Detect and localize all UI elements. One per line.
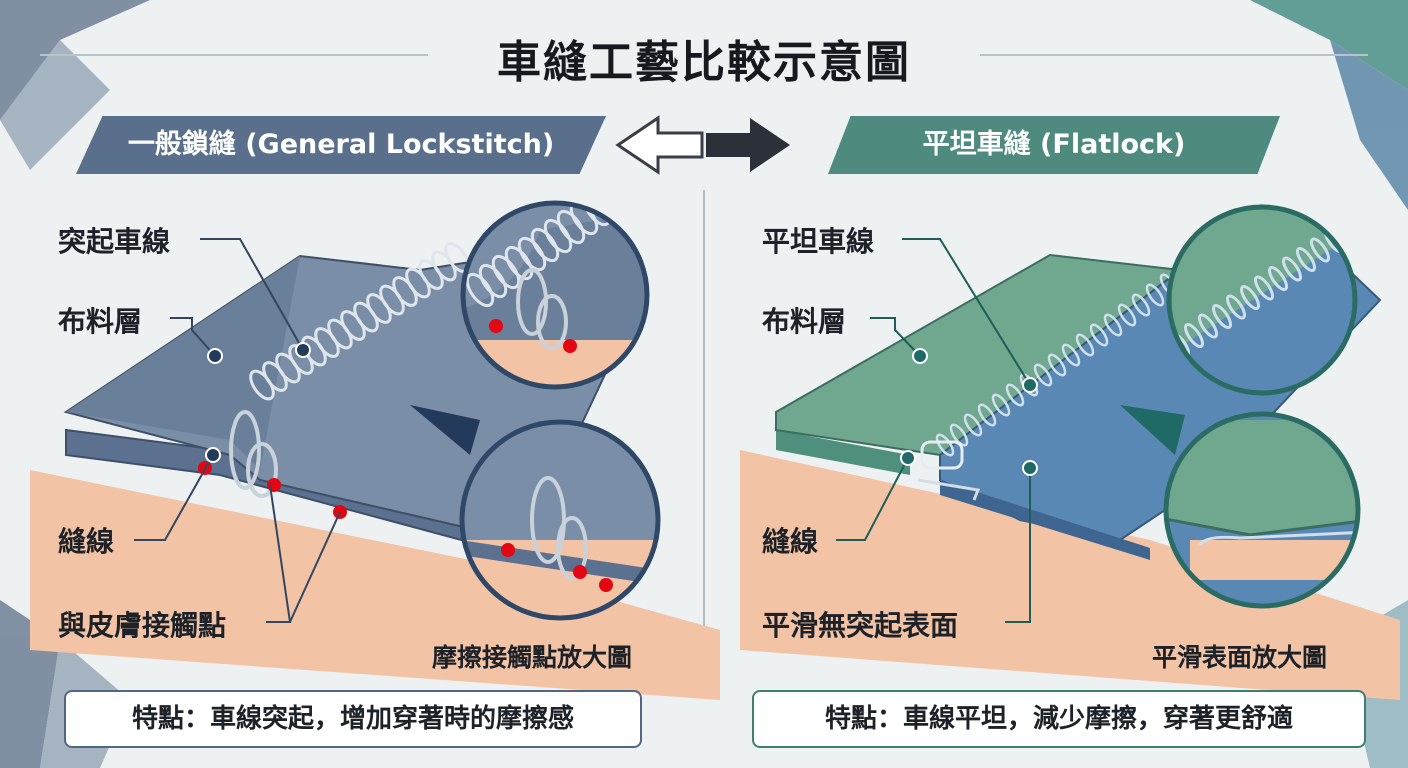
leader-lines-left [134,238,341,623]
compare-arrows-icon [615,115,790,175]
stitch-coil [530,227,560,263]
label-fabric-layer-left: 布料層 [58,305,143,338]
label-stitch-thread-left: 縫線 [58,525,115,558]
label-flat-thread: 平坦車線 [762,225,875,258]
stitch-coil [618,162,653,202]
label-raised-thread: 突起車線 [58,225,171,258]
flatlock-banner: 平坦車縫 (Flatlock) [828,116,1280,174]
lockstitch-magnifier-caption: 摩擦接觸點放大圖 [432,643,633,672]
stitch-coil [1239,284,1261,311]
lockstitch-magnifier-bottom [459,419,661,621]
title-rule-right [980,54,1368,56]
label-skin-contact: 與皮膚接觸點 [58,609,227,642]
stitch-coil [1183,322,1205,349]
page-title: 車縫工藝比較示意圖 [497,37,911,88]
stitch-coil [1075,333,1095,357]
stitch-coil [1047,353,1067,377]
stitch-coil [1005,383,1025,407]
lockstitch-feature-box: 特點：車線突起，增加穿著時的摩擦感 [64,690,642,748]
stitch-coil [478,263,508,299]
stitch-coil [1309,237,1331,263]
stitch-coil [977,403,997,427]
stitch-coil [1337,218,1355,244]
stitch-coil [1089,323,1109,347]
stitch-coil [1033,363,1053,387]
flatlock-magnifier-bottom [1163,411,1361,609]
label-fabric-layer-right: 布料層 [762,305,847,338]
lockstitch-banner: 一般鎖縫 (General Lockstitch) [76,116,606,174]
stitch-coil [608,203,638,209]
label-stitch-thread-right: 縫線 [762,525,819,558]
flatlock-magnifier-caption: 平滑表面放大圖 [1152,643,1328,672]
stitch-coil [1061,343,1081,367]
stitch-coil [963,413,983,437]
contact-dot [267,478,281,492]
stitch-coil [517,236,547,272]
stitch-coil [1225,294,1247,320]
stitch-coil [1253,275,1275,301]
stitch-coil [1211,303,1233,330]
stitch-coil [1131,293,1151,317]
flatlock-magnifier-top [1166,204,1358,396]
stitch-coil [504,245,534,281]
lockstitch-magnifier-top [460,162,653,390]
stitch-coil [949,423,969,447]
stitch-coil [1295,246,1317,273]
title-rule-left [40,54,428,56]
stitch-coil [1103,313,1123,337]
stitch-coil [556,209,586,245]
flatlock-feature-box: 特點：車線平坦，減少摩擦，穿著更舒適 [752,690,1366,748]
stitch-coil [1351,208,1355,235]
stitch-coil [1117,303,1137,327]
stitch-coil [543,218,573,254]
stitch-coil [991,393,1011,417]
stitch-coil [465,272,495,308]
contact-dot [333,505,347,519]
label-smooth-surface: 平滑無突起表面 [762,609,959,642]
leader-lines-right [836,238,1031,623]
stitch-coil [1145,283,1165,307]
stitch-coil [1197,313,1219,339]
stitch-coil [1267,265,1289,292]
stitch-coil [1281,256,1303,282]
stitch-coil [491,254,521,290]
